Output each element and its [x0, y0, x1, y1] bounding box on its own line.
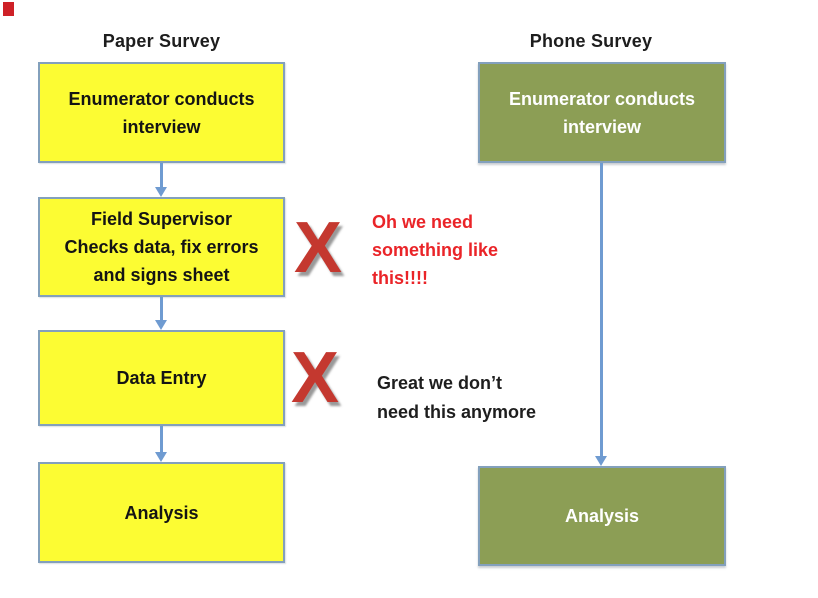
- arrow-down-icon: [595, 456, 607, 466]
- black-note: Great we don’t need this anymore: [377, 373, 537, 422]
- paper-survey-title: Paper Survey: [102, 31, 221, 51]
- x-mark-data-entry: X: [291, 338, 340, 418]
- red-note: Oh we need something like this!!!!: [372, 212, 499, 288]
- paper-box-data-entry: Data Entry: [38, 330, 285, 426]
- arrow-down-icon: [155, 452, 167, 462]
- arrow-shaft: [160, 297, 163, 320]
- phone-box-enumerator: Enumerator conducts interview: [478, 62, 726, 163]
- paper-box-analysis: Analysis: [38, 462, 285, 563]
- paper-box-enumerator: Enumerator conducts interview: [38, 62, 285, 163]
- arrow-down-icon: [155, 320, 167, 330]
- arrow-shaft: [160, 426, 163, 452]
- paper-box-field-supervisor: Field Supervisor Checks data, fix errors…: [38, 197, 285, 297]
- phone-survey-title: Phone Survey: [529, 31, 653, 51]
- arrow-shaft: [160, 163, 163, 187]
- arrow-down-icon: [155, 187, 167, 197]
- arrow-shaft-long: [600, 163, 603, 456]
- x-mark-supervisor: X: [294, 208, 343, 288]
- phone-box-analysis: Analysis: [478, 466, 726, 566]
- red-corner-mark: [3, 2, 14, 16]
